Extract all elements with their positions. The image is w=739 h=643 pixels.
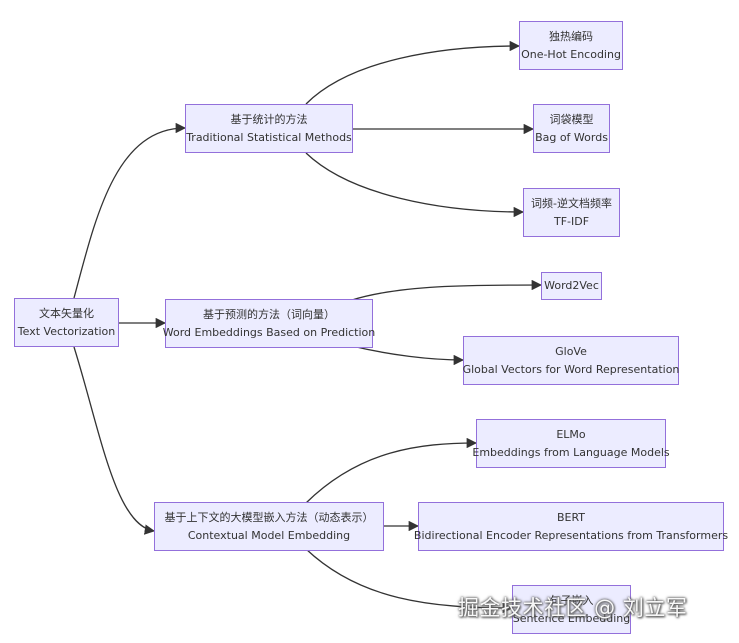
- node-label-zh: 词袋模型: [549, 112, 594, 126]
- node-statistical-methods: 基于统计的方法 Traditional Statistical Methods: [185, 104, 353, 153]
- node-text-vectorization: 文本矢量化 Text Vectorization: [14, 298, 119, 347]
- node-label-zh: 句子嵌入: [549, 593, 594, 607]
- node-prediction-embeddings: 基于预测的方法（词向量） Word Embeddings Based on Pr…: [162, 299, 376, 348]
- node-label-zh: 文本矢量化: [39, 306, 94, 320]
- edge-root-ctx: [73, 346, 156, 535]
- node-label-en: Bag of Words: [535, 130, 608, 144]
- node-label-en: TF-IDF: [553, 214, 590, 228]
- edge-pred-w2v: [351, 279, 543, 301]
- node-label-zh: 基于统计的方法: [230, 112, 308, 126]
- node-label-en: One-Hot Encoding: [521, 47, 621, 61]
- node-one-hot: 独热编码 One-Hot Encoding: [519, 21, 623, 70]
- node-sentence-embedding: 句子嵌入 Sentence Embedding: [512, 585, 631, 634]
- node-glove: GloVe Global Vectors for Word Representa…: [463, 336, 679, 385]
- node-label-zh: GloVe: [555, 344, 587, 358]
- edge-stat-tfidf: [305, 152, 525, 218]
- node-label-en: Sentence Embedding: [512, 611, 631, 625]
- node-elmo: ELMo Embeddings from Language Models: [472, 419, 670, 468]
- node-label-en: Global Vectors for Word Representation: [462, 362, 680, 376]
- node-label-zh: 独热编码: [549, 29, 593, 43]
- node-label-en: Word Embeddings Based on Prediction: [162, 325, 376, 339]
- node-label-zh: ELMo: [556, 427, 586, 441]
- node-bag-of-words: 词袋模型 Bag of Words: [533, 104, 610, 153]
- node-label-zh: 基于预测的方法（词向量）: [203, 307, 335, 321]
- edge-root-stat: [73, 122, 187, 299]
- node-label-en: Text Vectorization: [17, 324, 116, 338]
- node-label-zh: BERT: [556, 510, 586, 524]
- node-label-en: Bidirectional Encoder Representations fr…: [413, 528, 729, 542]
- watermark-text: 掘金技术社区 @ 刘立军: [458, 596, 688, 620]
- edge-ctx-elmo: [305, 437, 478, 504]
- node-word2vec: Word2Vec: [541, 272, 602, 300]
- node-label-en: Word2Vec: [544, 279, 599, 292]
- edge-pred-glove: [351, 345, 465, 366]
- node-label-zh: 词频-逆文档频率: [531, 196, 612, 210]
- node-label-zh: 基于上下文的大模型嵌入方法（动态表示）: [164, 510, 374, 524]
- node-bert: BERT Bidirectional Encoder Representatio…: [414, 502, 728, 551]
- node-label-en: Embeddings from Language Models: [472, 445, 670, 459]
- edge-stat-onehot: [305, 40, 521, 105]
- node-tf-idf: 词频-逆文档频率 TF-IDF: [523, 188, 620, 237]
- node-label-en: Contextual Model Embedding: [187, 528, 351, 542]
- node-label-en: Traditional Statistical Methods: [186, 130, 352, 144]
- edge-ctx-sent: [305, 548, 514, 614]
- node-contextual-embedding: 基于上下文的大模型嵌入方法（动态表示） Contextual Model Emb…: [154, 502, 384, 551]
